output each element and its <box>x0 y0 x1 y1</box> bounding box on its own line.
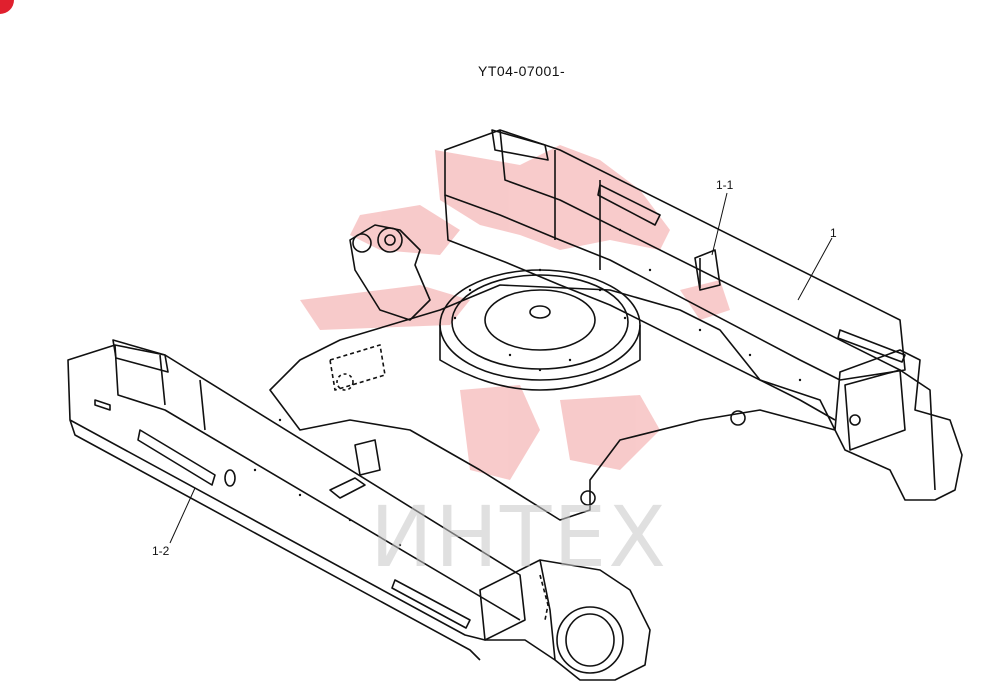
leader-1-2 <box>169 487 196 544</box>
leader-1-1 <box>711 192 728 256</box>
watermark-logo <box>300 145 730 480</box>
callout-1-1: 1-1 <box>716 178 734 192</box>
left-end-bracket <box>479 559 651 681</box>
right-side-frame <box>444 129 906 381</box>
callout-1: 1 <box>830 226 837 240</box>
right-end-bracket <box>834 349 963 501</box>
bracket-1-1 <box>694 249 721 291</box>
center-body <box>269 284 836 521</box>
left-side-frame <box>67 344 526 641</box>
leader-1 <box>797 237 833 301</box>
watermark-text: ИНТЕХ <box>370 488 668 586</box>
leader-lines <box>169 192 833 544</box>
drawing-code: YT04-07001- <box>478 63 566 79</box>
frame-line-art <box>67 129 963 681</box>
callout-1-2: 1-2 <box>152 544 170 558</box>
